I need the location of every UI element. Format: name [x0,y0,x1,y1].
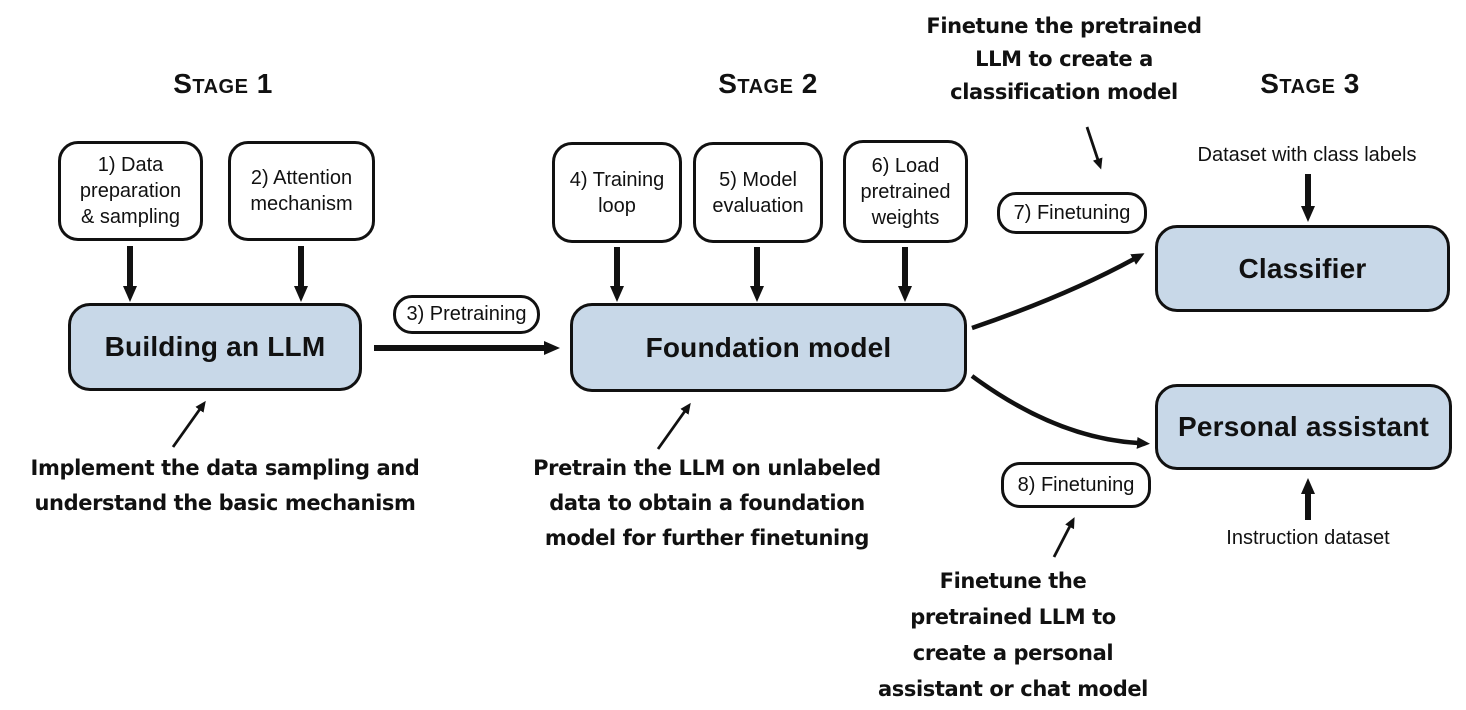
step-box-training-loop: 4) Training loop [552,142,682,243]
arrow-foundation-to-classifier [971,253,1145,331]
arrow-foundation-to-assistant [970,374,1150,449]
stage1-title: Stage 1 [173,68,273,99]
stage3-title: Stage 3 [1260,68,1360,99]
finetuning8-pill: 8) Finetuning [1001,462,1151,508]
arrow-note-to-finetuning7 [1085,126,1103,170]
pretraining-pill: 3) Pretraining [393,295,540,334]
step-box-data-preparation: 1) Data preparation & sampling [58,141,203,241]
arrow-note-to-building [171,400,206,448]
instruction-dataset-label: Instruction dataset [1226,527,1390,549]
dataset-with-class-labels-label: Dataset with class labels [1197,144,1417,166]
building-llm-box: Building an LLM [68,303,362,391]
step-box-load-pretrained-weights: 6) Load pretrained weights [843,140,968,243]
arrow-note-to-foundation [656,402,691,450]
note-finetune-assistant: Finetune the pretrained LLM to create a … [878,569,1148,701]
step-box-attention-mechanism: 2) Attention mechanism [228,141,375,241]
note-pretrain-llm: Pretrain the LLM on unlabeled data to ob… [533,456,881,550]
step-box-model-evaluation: 5) Model evaluation [693,142,823,243]
arrow-note-to-finetuning8 [1052,517,1075,558]
note-finetune-classification: Finetune the pretrained LLM to create a … [926,14,1202,104]
personal-assistant-box: Personal assistant [1155,384,1452,470]
foundation-model-box: Foundation model [570,303,967,392]
stage2-title: Stage 2 [718,68,818,99]
finetuning7-pill: 7) Finetuning [997,192,1147,234]
classifier-box: Classifier [1155,225,1450,312]
note-implement-data-sampling: Implement the data sampling and understa… [30,456,420,515]
